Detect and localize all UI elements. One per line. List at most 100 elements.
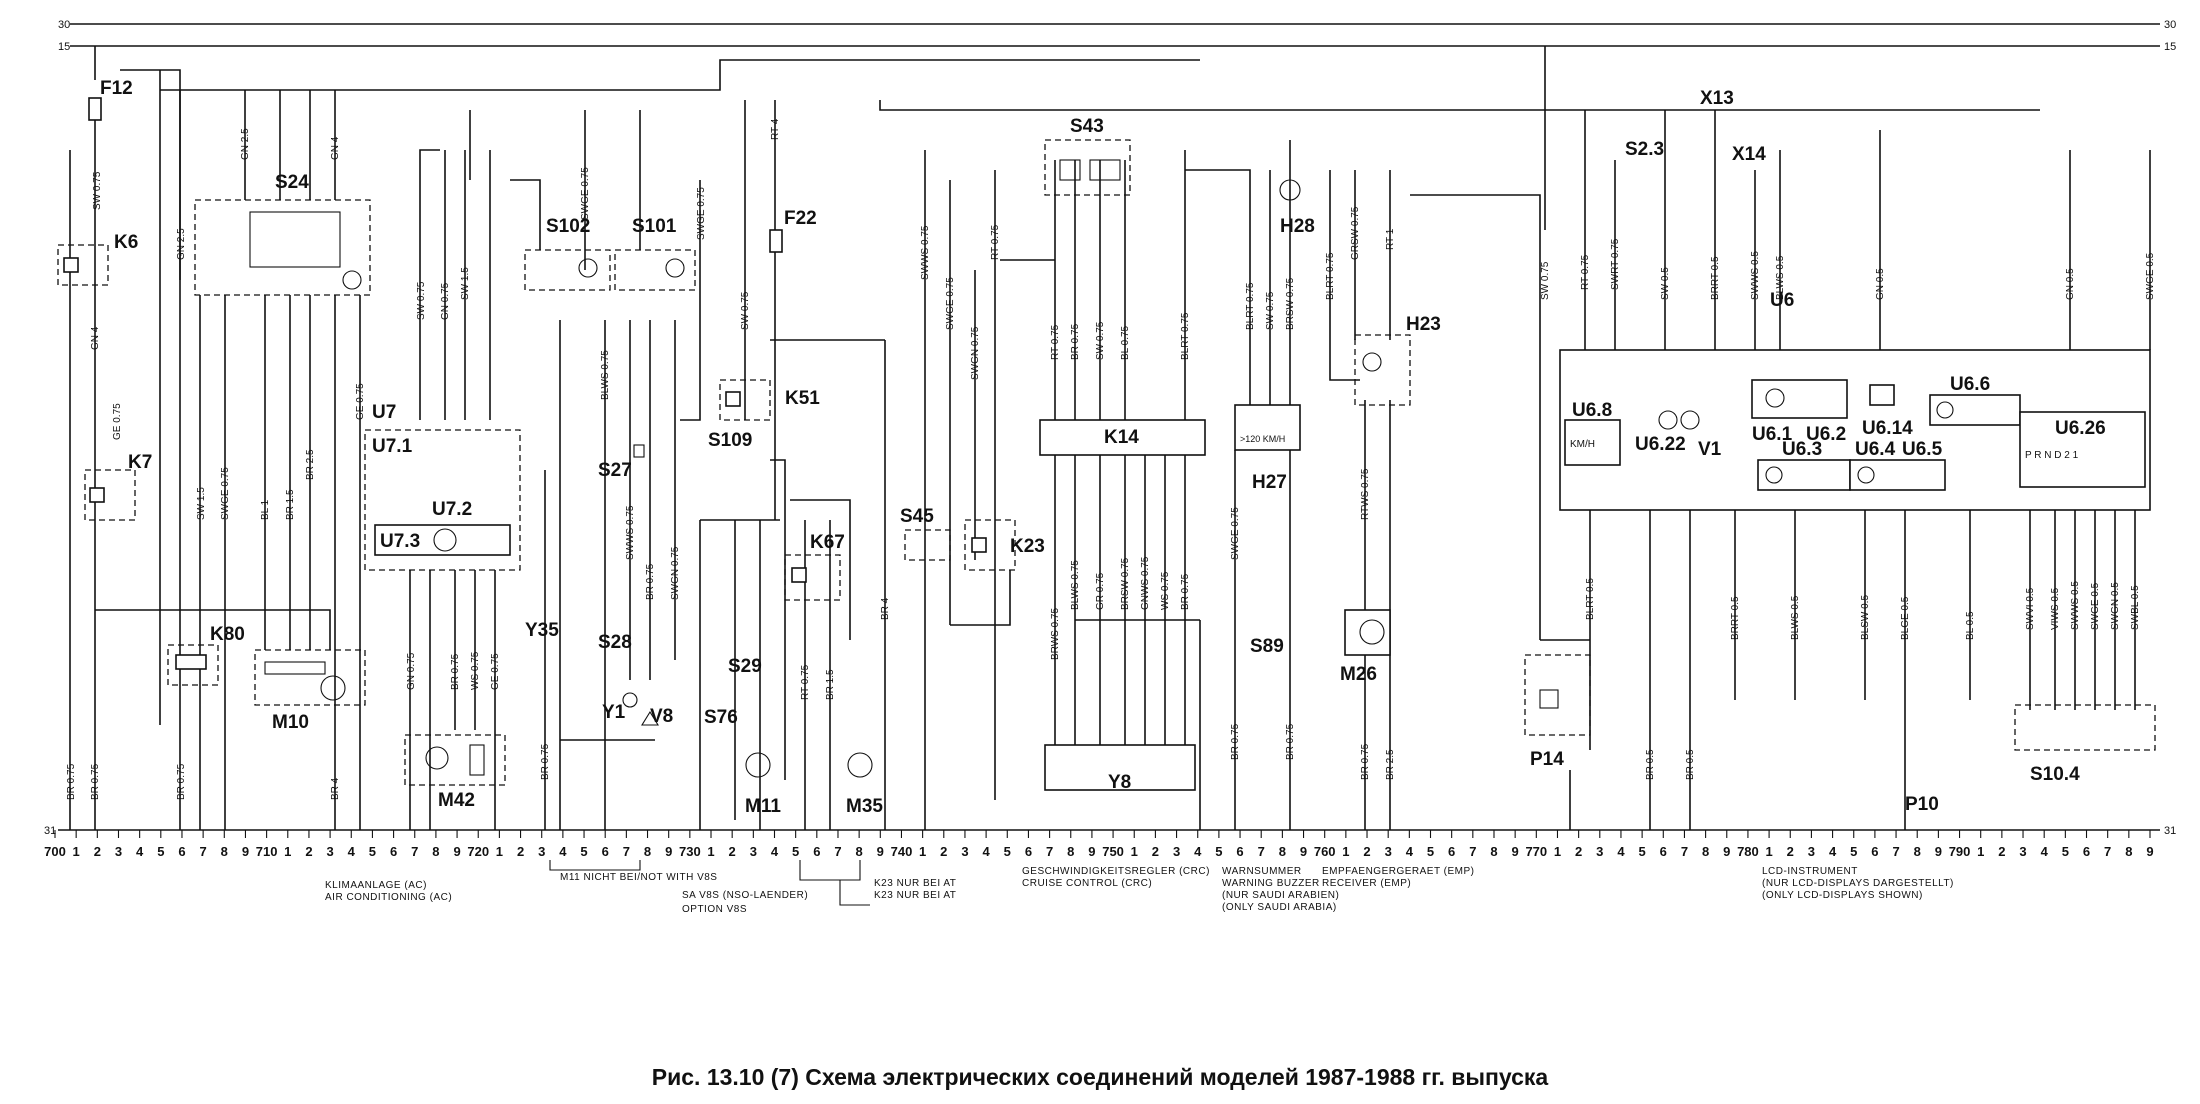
- ruler-label: 9: [665, 844, 672, 859]
- label-x14: X14: [1732, 144, 1766, 165]
- wire-label: SW 0.5: [1660, 267, 1671, 300]
- label-m42: M42: [438, 790, 475, 811]
- ruler-label: 2: [1575, 844, 1582, 859]
- note-lcd-1: LCD-INSTRUMENT: [1762, 866, 1858, 877]
- wire-label: BR 2.5: [305, 449, 316, 480]
- ruler-label: 5: [1427, 844, 1434, 859]
- motor-m10: [254, 649, 366, 706]
- wire-label: BLWS 0.5: [1775, 255, 1786, 300]
- ruler-label: 3: [961, 844, 968, 859]
- wire-label: BLWS 0.75: [600, 350, 611, 400]
- wire-label: VIWS 0.5: [2050, 587, 2061, 630]
- ruler-label: 4: [1617, 844, 1625, 859]
- wire-label: SWGE 0.75: [1230, 507, 1241, 560]
- ruler-label: 4: [2041, 844, 2049, 859]
- wire-label: SWWS 0.75: [625, 505, 636, 560]
- label-v8: V8: [650, 706, 673, 727]
- wire-label: BR 0.75: [1285, 723, 1296, 760]
- label-s109: S109: [708, 430, 752, 451]
- wire-label: BR 0.75: [645, 563, 656, 600]
- wire-label: RT 0.75: [1050, 324, 1061, 360]
- wire-label: BR 0.75: [450, 653, 461, 690]
- wire-label: GN 0.75: [440, 282, 451, 320]
- label-u6-5: U6.5: [1902, 439, 1943, 460]
- module-u7: [364, 429, 521, 571]
- ruler-label: 3: [1385, 844, 1392, 859]
- ruler-label: 9: [2146, 844, 2153, 859]
- wire-label: SW 0.75: [1095, 321, 1106, 360]
- u6-26-gears: P R N D 2 1: [2025, 450, 2079, 461]
- switch-s27: [633, 444, 645, 458]
- wire-label: BR 4: [330, 777, 341, 800]
- label-k14: K14: [1104, 427, 1139, 448]
- wire-label: BR 0.75: [1070, 323, 1081, 360]
- section-notes: KLIMAANLAGE (AC) AIR CONDITIONING (AC) M…: [325, 860, 1953, 915]
- wire-label: BR 0.5: [1685, 749, 1696, 780]
- ruler-label: 1: [496, 844, 503, 859]
- ruler-label: 7: [1681, 844, 1688, 859]
- label-u6-2: U6.2: [1806, 424, 1846, 445]
- wire-label: SWWS 0.5: [2070, 581, 2081, 630]
- wire-label: SWVI 0.5: [2025, 587, 2036, 630]
- rail-30-label-right: 30: [2164, 19, 2176, 31]
- ruler-label: 4: [1194, 844, 1202, 859]
- label-s29: S29: [728, 656, 762, 677]
- ruler-label: 3: [538, 844, 545, 859]
- wire-label: GR 0.75: [1095, 572, 1106, 610]
- wire-label: RT 4: [770, 118, 781, 140]
- wire-label: GN 2.5: [240, 128, 251, 160]
- display-u6-8: [1564, 419, 1621, 466]
- wire-label: SW 0.75: [740, 291, 751, 330]
- label-y35: Y35: [525, 620, 559, 641]
- ruler-label: 5: [2062, 844, 2069, 859]
- note-buzzer-1: WARNSUMMER: [1222, 866, 1302, 877]
- wire-label: BLRT 0.75: [1245, 282, 1256, 330]
- wire-label: BR 2.5: [1385, 749, 1396, 780]
- label-h27: H27: [1252, 472, 1287, 493]
- note-ac-de: KLIMAANLAGE (AC): [325, 880, 427, 891]
- wire-label: BRRT 0.5: [1730, 596, 1741, 640]
- ruler-label: 6: [813, 844, 820, 859]
- ruler-label: 8: [644, 844, 651, 859]
- wire-label: SWWS 0.5: [1750, 251, 1761, 300]
- note-crc-en: CRUISE CONTROL (CRC): [1022, 878, 1152, 889]
- display-u6-6: [1929, 394, 2021, 426]
- label-s45: S45: [900, 506, 934, 527]
- ruler-label: 5: [1639, 844, 1646, 859]
- wire-label: BL 0.5: [1965, 611, 1976, 640]
- rail-15-label-right: 15: [2164, 41, 2176, 53]
- ruler-label: 750: [1102, 844, 1124, 859]
- ruler-label: 4: [559, 844, 567, 859]
- label-s27: S27: [598, 460, 632, 481]
- fuse-f12: [88, 97, 102, 121]
- wire-label: BLWS 0.5: [1790, 595, 1801, 640]
- actuator-y8: [1044, 744, 1196, 791]
- ruler-label: 8: [1702, 844, 1709, 859]
- label-m11: M11: [745, 796, 781, 817]
- ruler-label: 720: [467, 844, 489, 859]
- ruler-label: 4: [771, 844, 779, 859]
- motor-m11: [745, 752, 771, 778]
- label-m10: M10: [272, 712, 309, 733]
- label-v1: V1: [1698, 439, 1722, 460]
- motor-m26: [1344, 609, 1391, 656]
- label-f12: F12: [100, 78, 133, 99]
- label-u7-3: U7.3: [380, 531, 420, 552]
- ruler-label: 3: [2019, 844, 2026, 859]
- label-h28: H28: [1280, 216, 1315, 237]
- ruler-label: 1: [73, 844, 80, 859]
- wire-label: SWGE 0.5: [2145, 252, 2156, 300]
- wire-label: BR 1.5: [825, 669, 836, 700]
- relay-k80: [167, 644, 219, 686]
- ruler-label: 6: [1236, 844, 1243, 859]
- wire-label: BR 0.75: [1180, 573, 1191, 610]
- ruler-label: 5: [1215, 844, 1222, 859]
- ruler-label: 1: [707, 844, 714, 859]
- ruler-label: 2: [1152, 844, 1159, 859]
- wire-label: BRSW 0.75: [1285, 277, 1296, 330]
- ruler-label: 6: [178, 844, 185, 859]
- ruler-label: 2: [517, 844, 524, 859]
- wire-label: BLRT 0.75: [1325, 252, 1336, 300]
- ruler-label: 7: [1892, 844, 1899, 859]
